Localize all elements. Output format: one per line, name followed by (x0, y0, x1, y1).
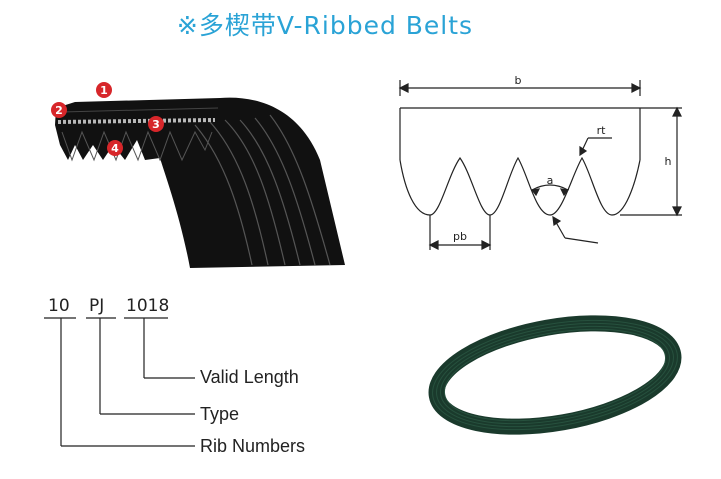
callout-valid-length: Valid Length (200, 367, 299, 387)
callout-number: 4 (111, 142, 119, 155)
dimension-b-label: b (515, 74, 522, 87)
callout-number: 2 (55, 104, 63, 117)
belt-loop-photo (428, 315, 682, 435)
callout-rib-numbers: Rib Numbers (200, 436, 306, 456)
dimension-a-label: a (547, 174, 554, 187)
page-title: ※多楔带V-Ribbed Belts (176, 11, 474, 40)
callout-number: 1 (100, 84, 108, 97)
callout-badge-1: 1 (96, 82, 112, 98)
dimension-h-label: h (665, 155, 672, 168)
belt-body (55, 97, 345, 268)
designation-rib-count: 10 (48, 296, 70, 316)
designation-type: PJ (89, 296, 105, 316)
designation-bracket-lines (44, 317, 195, 447)
callout-number: 3 (152, 118, 160, 131)
callout-badge-3: 3 (148, 116, 164, 132)
callout-type: Type (200, 404, 240, 424)
dimension-rt-label: rt (597, 124, 607, 137)
designation-length: 1018 (126, 296, 170, 316)
dimension-pb-label: pb (453, 230, 467, 243)
callout-badge-2: 2 (51, 102, 67, 118)
rib-profile-diagram (398, 80, 682, 250)
callout-badge-4: 4 (107, 140, 123, 156)
